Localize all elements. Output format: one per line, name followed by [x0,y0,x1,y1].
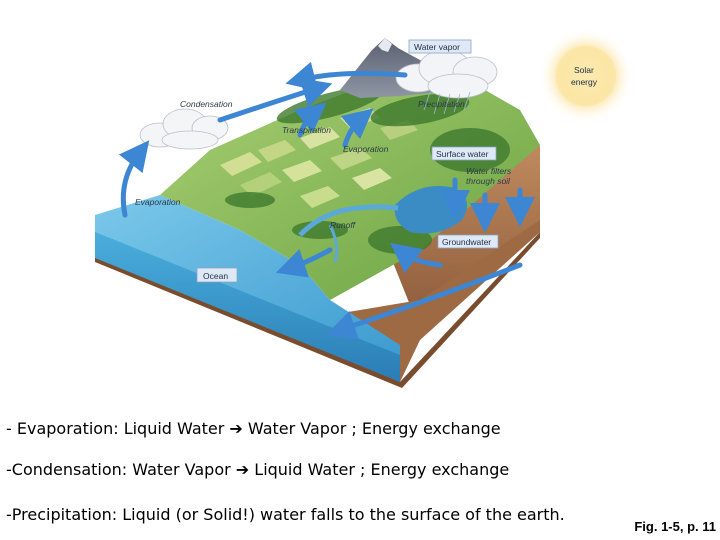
right-arrow-icon: ➔ [236,460,249,479]
right-arrow-icon: ➔ [229,419,242,438]
label-evaporation-land: Evaporation [343,144,389,154]
label-condensation: Condensation [180,99,233,109]
label-solar-2: energy [571,77,598,87]
bullet-precipitation: -Precipitation: Liquid (or Solid!) water… [6,505,565,524]
label-groundwater: Groundwater [442,237,491,247]
bullet-evaporation-prefix: - Evaporation: Liquid Water [6,419,229,438]
sun [538,28,634,124]
figure-caption: Fig. 1-5, p. 11 [634,519,716,534]
water-cycle-diagram: Condensation Precipitation Transpiration… [0,0,720,400]
bullet-condensation-prefix: -Condensation: Water Vapor [6,460,236,479]
label-water-vapor: Water vapor [414,42,460,52]
condensation-cloud [140,109,228,149]
label-runoff: Runoff [330,220,357,230]
bullet-evaporation: - Evaporation: Liquid Water ➔ Water Vapo… [6,419,501,438]
bullet-condensation: -Condensation: Water Vapor ➔ Liquid Wate… [6,460,509,479]
box-surface-water: Surface water [432,147,496,160]
label-surface-water: Surface water [436,149,489,159]
box-ocean: Ocean [197,268,237,282]
label-precipitation: Precipitation [418,99,465,109]
bullet-evaporation-suffix: Water Vapor ; Energy exchange [243,419,501,438]
label-transpiration: Transpiration [282,125,331,135]
box-groundwater: Groundwater [438,235,498,248]
label-water-filters-1: Water filters [466,166,512,176]
label-water-filters-2: through soil [466,176,511,186]
label-evaporation-ocean: Evaporation [135,197,181,207]
bullet-precipitation-text: -Precipitation: Liquid (or Solid!) water… [6,505,565,524]
label-ocean: Ocean [203,271,228,281]
box-water-vapor: Water vapor [409,40,471,53]
bullet-condensation-suffix: Liquid Water ; Energy exchange [249,460,509,479]
label-solar-1: Solar [574,65,594,75]
